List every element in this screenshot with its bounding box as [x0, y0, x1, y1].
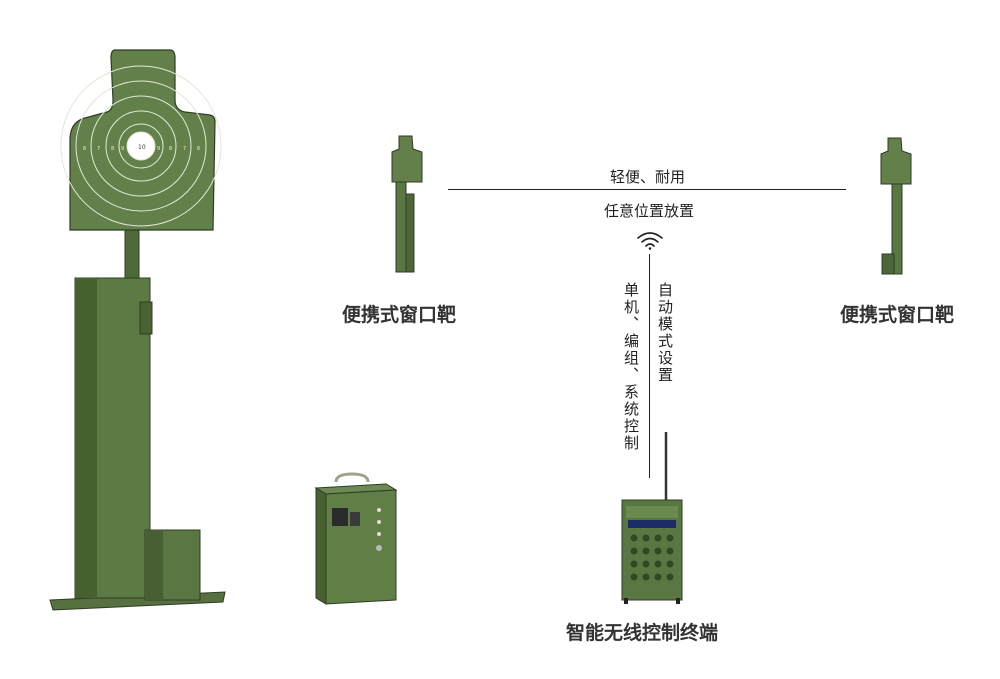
light-durable-text: 轻便、耐用	[610, 168, 686, 186]
target-bullseye	[126, 131, 156, 161]
svg-text:7: 7	[97, 146, 100, 152]
wifi-icon	[637, 232, 663, 250]
svg-text:9: 9	[157, 146, 160, 152]
vertical-connector	[649, 254, 650, 478]
control-terminal-image	[621, 432, 683, 604]
svg-text:6: 6	[197, 146, 200, 152]
auto-mode-text: 自动模式设置	[656, 282, 674, 384]
svg-text:8: 8	[111, 146, 114, 152]
terminal-label: 智能无线控制终端	[566, 622, 719, 644]
horizontal-connector	[448, 189, 846, 190]
battery-box-image	[314, 472, 398, 605]
large-target-stand: 10 6 7 8 9 9 8 7 6	[49, 49, 226, 611]
control-modes-text: 单机、编组、系统控制	[622, 282, 640, 452]
stand-pole	[124, 224, 140, 286]
portable-target-right-label: 便携式窗口靶	[840, 304, 955, 326]
svg-text:10: 10	[138, 144, 146, 151]
svg-text:7: 7	[183, 146, 186, 152]
svg-text:8: 8	[169, 146, 172, 152]
portable-target-left-label: 便携式窗口靶	[342, 304, 457, 326]
portable-target-right-image	[880, 137, 912, 275]
portable-target-left-image	[391, 135, 423, 273]
svg-text:9: 9	[121, 146, 124, 152]
svg-text:6: 6	[83, 146, 86, 152]
any-position-text: 任意位置放置	[604, 202, 695, 220]
